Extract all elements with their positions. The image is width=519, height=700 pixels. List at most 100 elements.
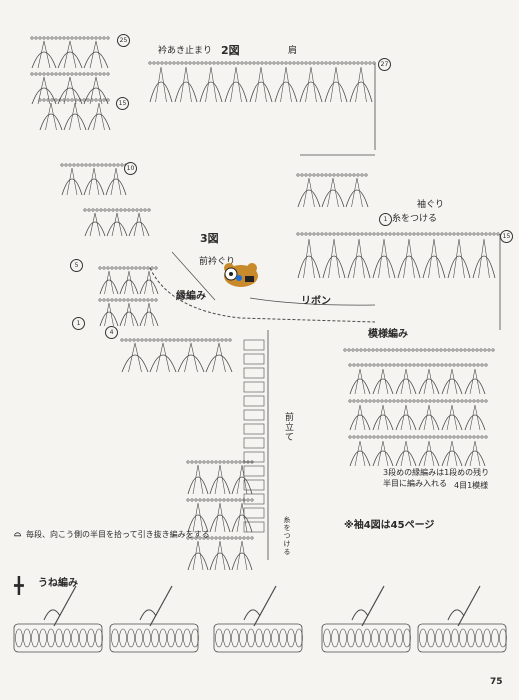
chain-stitch: [356, 363, 360, 367]
fig2-subtitle: 衿あき止まり: [158, 46, 213, 56]
chain-stitch: [98, 36, 102, 40]
chain-stitch: [448, 399, 452, 403]
chain-stitch: [359, 348, 363, 352]
stitch-fan-inner: [400, 404, 412, 431]
swatch-stitch: [371, 628, 379, 648]
chain-stitch: [102, 36, 106, 40]
chain-stitch: [120, 338, 124, 342]
chain-stitch: [206, 498, 210, 502]
swatch-stitch: [387, 628, 395, 648]
chain-stitch: [74, 36, 78, 40]
chain-stitch: [387, 348, 391, 352]
page-number: 75: [490, 677, 503, 687]
swatch-stitch: [403, 628, 411, 648]
chain-stitch: [404, 363, 408, 367]
chain-stitch: [122, 266, 126, 270]
chain-stitch: [180, 61, 184, 65]
chain-stitch: [150, 266, 154, 270]
stitch-fan-inner: [144, 302, 154, 327]
stitch-fan: [349, 378, 371, 395]
chain-stitch: [420, 232, 424, 236]
chain-stitch: [98, 266, 102, 270]
chain-stitch: [332, 61, 336, 65]
chain-stitch: [467, 348, 471, 352]
chain-stitch: [364, 61, 368, 65]
bear-sticker-icon: [221, 262, 261, 288]
chain-stitch: [368, 435, 372, 439]
chain-stitch: [142, 298, 146, 302]
chain-stitch: [91, 208, 95, 212]
chain-stitch: [456, 399, 460, 403]
chain-stitch: [420, 435, 424, 439]
chain-stitch: [74, 72, 78, 76]
chain-stitch: [392, 363, 396, 367]
chain-stitch: [356, 399, 360, 403]
stitch-fan-inner: [423, 368, 435, 395]
chain-stitch: [480, 435, 484, 439]
chain-stitch: [268, 61, 272, 65]
stitch-fan: [187, 514, 209, 533]
chain-stitch: [423, 348, 427, 352]
chain-stitch: [492, 232, 496, 236]
chain-stitch: [348, 61, 352, 65]
stitch-fan-inner: [133, 212, 145, 237]
swatch-stitch: [231, 628, 239, 648]
chain-stitch: [407, 348, 411, 352]
chain-stitch: [206, 460, 210, 464]
chain-stitch: [54, 36, 58, 40]
chain-stitch: [208, 338, 212, 342]
edge-rib-label: 縁編み: [176, 291, 206, 302]
chain-stitch: [198, 460, 202, 464]
chain-stitch: [74, 98, 78, 102]
chain-stitch: [218, 498, 222, 502]
chain-stitch: [200, 61, 204, 65]
chain-stitch: [396, 435, 400, 439]
stitch-fan-inner: [214, 502, 226, 533]
chain-stitch: [376, 363, 380, 367]
stitch-fan: [139, 311, 159, 327]
swatch-stitch: [119, 628, 127, 648]
stitch-fan-inner: [469, 404, 481, 431]
band-stitch: [243, 395, 265, 407]
chain-stitch: [280, 61, 284, 65]
chain-stitch: [432, 363, 436, 367]
chain-stitch: [110, 298, 114, 302]
stitch-fan-inner: [423, 440, 435, 467]
chain-stitch: [124, 338, 128, 342]
chain-stitch: [484, 363, 488, 367]
stitch-fan: [63, 113, 87, 131]
swatch-stitch: [363, 628, 371, 648]
chain-stitch: [336, 232, 340, 236]
chain-stitch: [99, 208, 103, 212]
row-marker-15: 15: [116, 97, 129, 110]
stitch-fan-inner: [446, 368, 458, 395]
swatch-stitch: [491, 628, 499, 648]
chain-stitch: [186, 498, 190, 502]
chain-stitch: [388, 232, 392, 236]
chain-stitch: [130, 266, 134, 270]
chain-stitch: [127, 208, 131, 212]
stitch-fan: [209, 514, 231, 533]
stitch-fan-inner: [400, 440, 412, 467]
swatch-stitch: [55, 628, 63, 648]
swatch-stitch: [467, 628, 475, 648]
chain-stitch: [324, 232, 328, 236]
stitch-fan-inner: [214, 464, 226, 495]
stitch-fan-inner: [280, 66, 292, 103]
chain-stitch: [308, 232, 312, 236]
chain-stitch: [416, 435, 420, 439]
chain-stitch: [468, 232, 472, 236]
stitch-fan: [372, 414, 394, 431]
chain-stitch: [131, 208, 135, 212]
chain-stitch: [94, 36, 98, 40]
chain-stitch: [68, 163, 72, 167]
chain-stitch: [464, 435, 468, 439]
ribbon-line: [249, 297, 376, 306]
chain-stitch: [328, 232, 332, 236]
chain-stitch: [152, 61, 156, 65]
front-yarn-attach-label: 糸をつける: [283, 516, 291, 556]
chain-stitch: [351, 348, 355, 352]
chain-stitch: [146, 266, 150, 270]
stitch-fan: [105, 178, 127, 196]
chain-stitch: [375, 348, 379, 352]
